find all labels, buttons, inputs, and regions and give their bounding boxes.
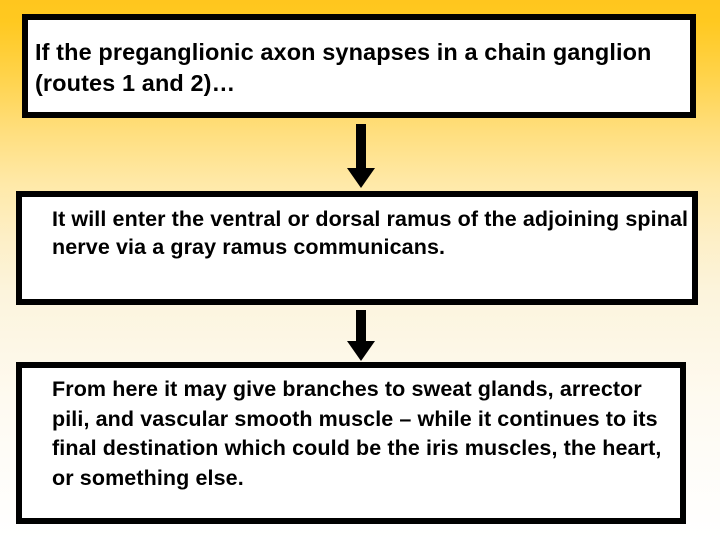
arrow-head xyxy=(347,341,375,361)
flow-step-destination-text: From here it may give branches to sweat … xyxy=(52,377,662,490)
flow-step-consequence: It will enter the ventral or dorsal ramu… xyxy=(16,191,698,305)
arrow-head xyxy=(347,168,375,188)
flow-step-premise-text: If the preganglionic axon synapses in a … xyxy=(35,39,652,96)
flow-step-destination: From here it may give branches to sweat … xyxy=(16,362,686,524)
flow-step-premise: If the preganglionic axon synapses in a … xyxy=(22,14,696,118)
arrow-shaft xyxy=(356,310,366,343)
arrow-down-icon xyxy=(344,310,378,361)
arrow-shaft xyxy=(356,124,366,170)
arrow-down-icon xyxy=(344,124,378,188)
flow-step-consequence-text: It will enter the ventral or dorsal ramu… xyxy=(52,207,689,259)
